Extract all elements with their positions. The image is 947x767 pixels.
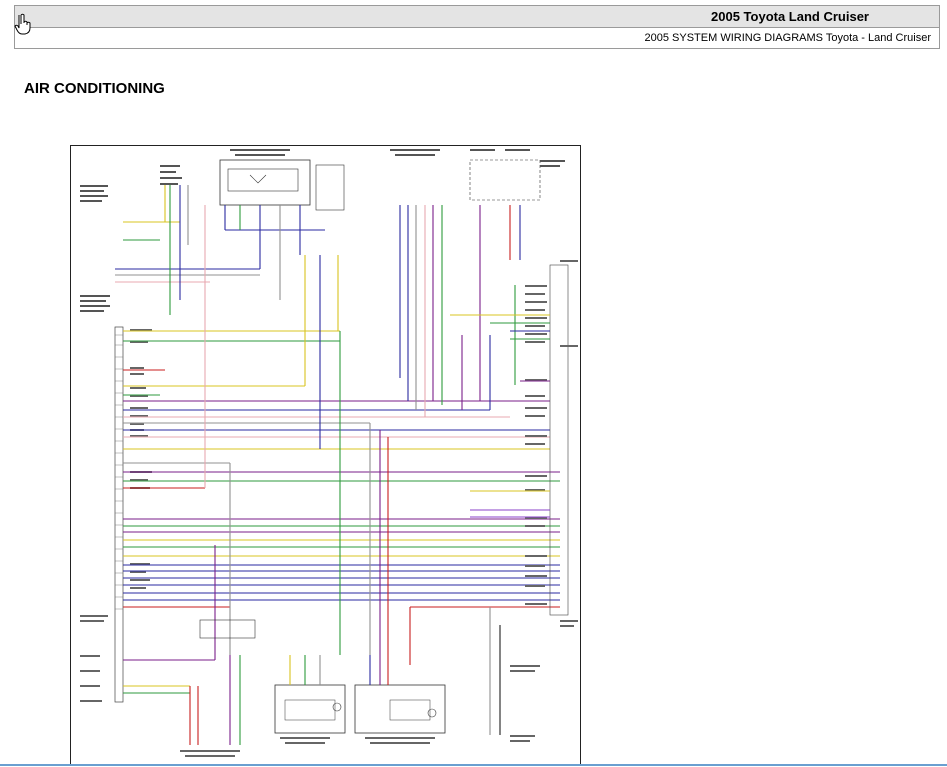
page-title: AIR CONDITIONING (24, 80, 165, 97)
hand-pointer-icon (14, 13, 34, 35)
bottom-rule (0, 764, 947, 766)
document-title: 2005 Toyota Land Cruiser (711, 9, 869, 24)
wiring-diagram (70, 145, 581, 765)
header-title-bar: 2005 Toyota Land Cruiser (15, 6, 939, 28)
document-header: 2005 Toyota Land Cruiser 2005 SYSTEM WIR… (14, 5, 940, 49)
document-subtitle: 2005 SYSTEM WIRING DIAGRAMS Toyota - Lan… (644, 32, 932, 44)
